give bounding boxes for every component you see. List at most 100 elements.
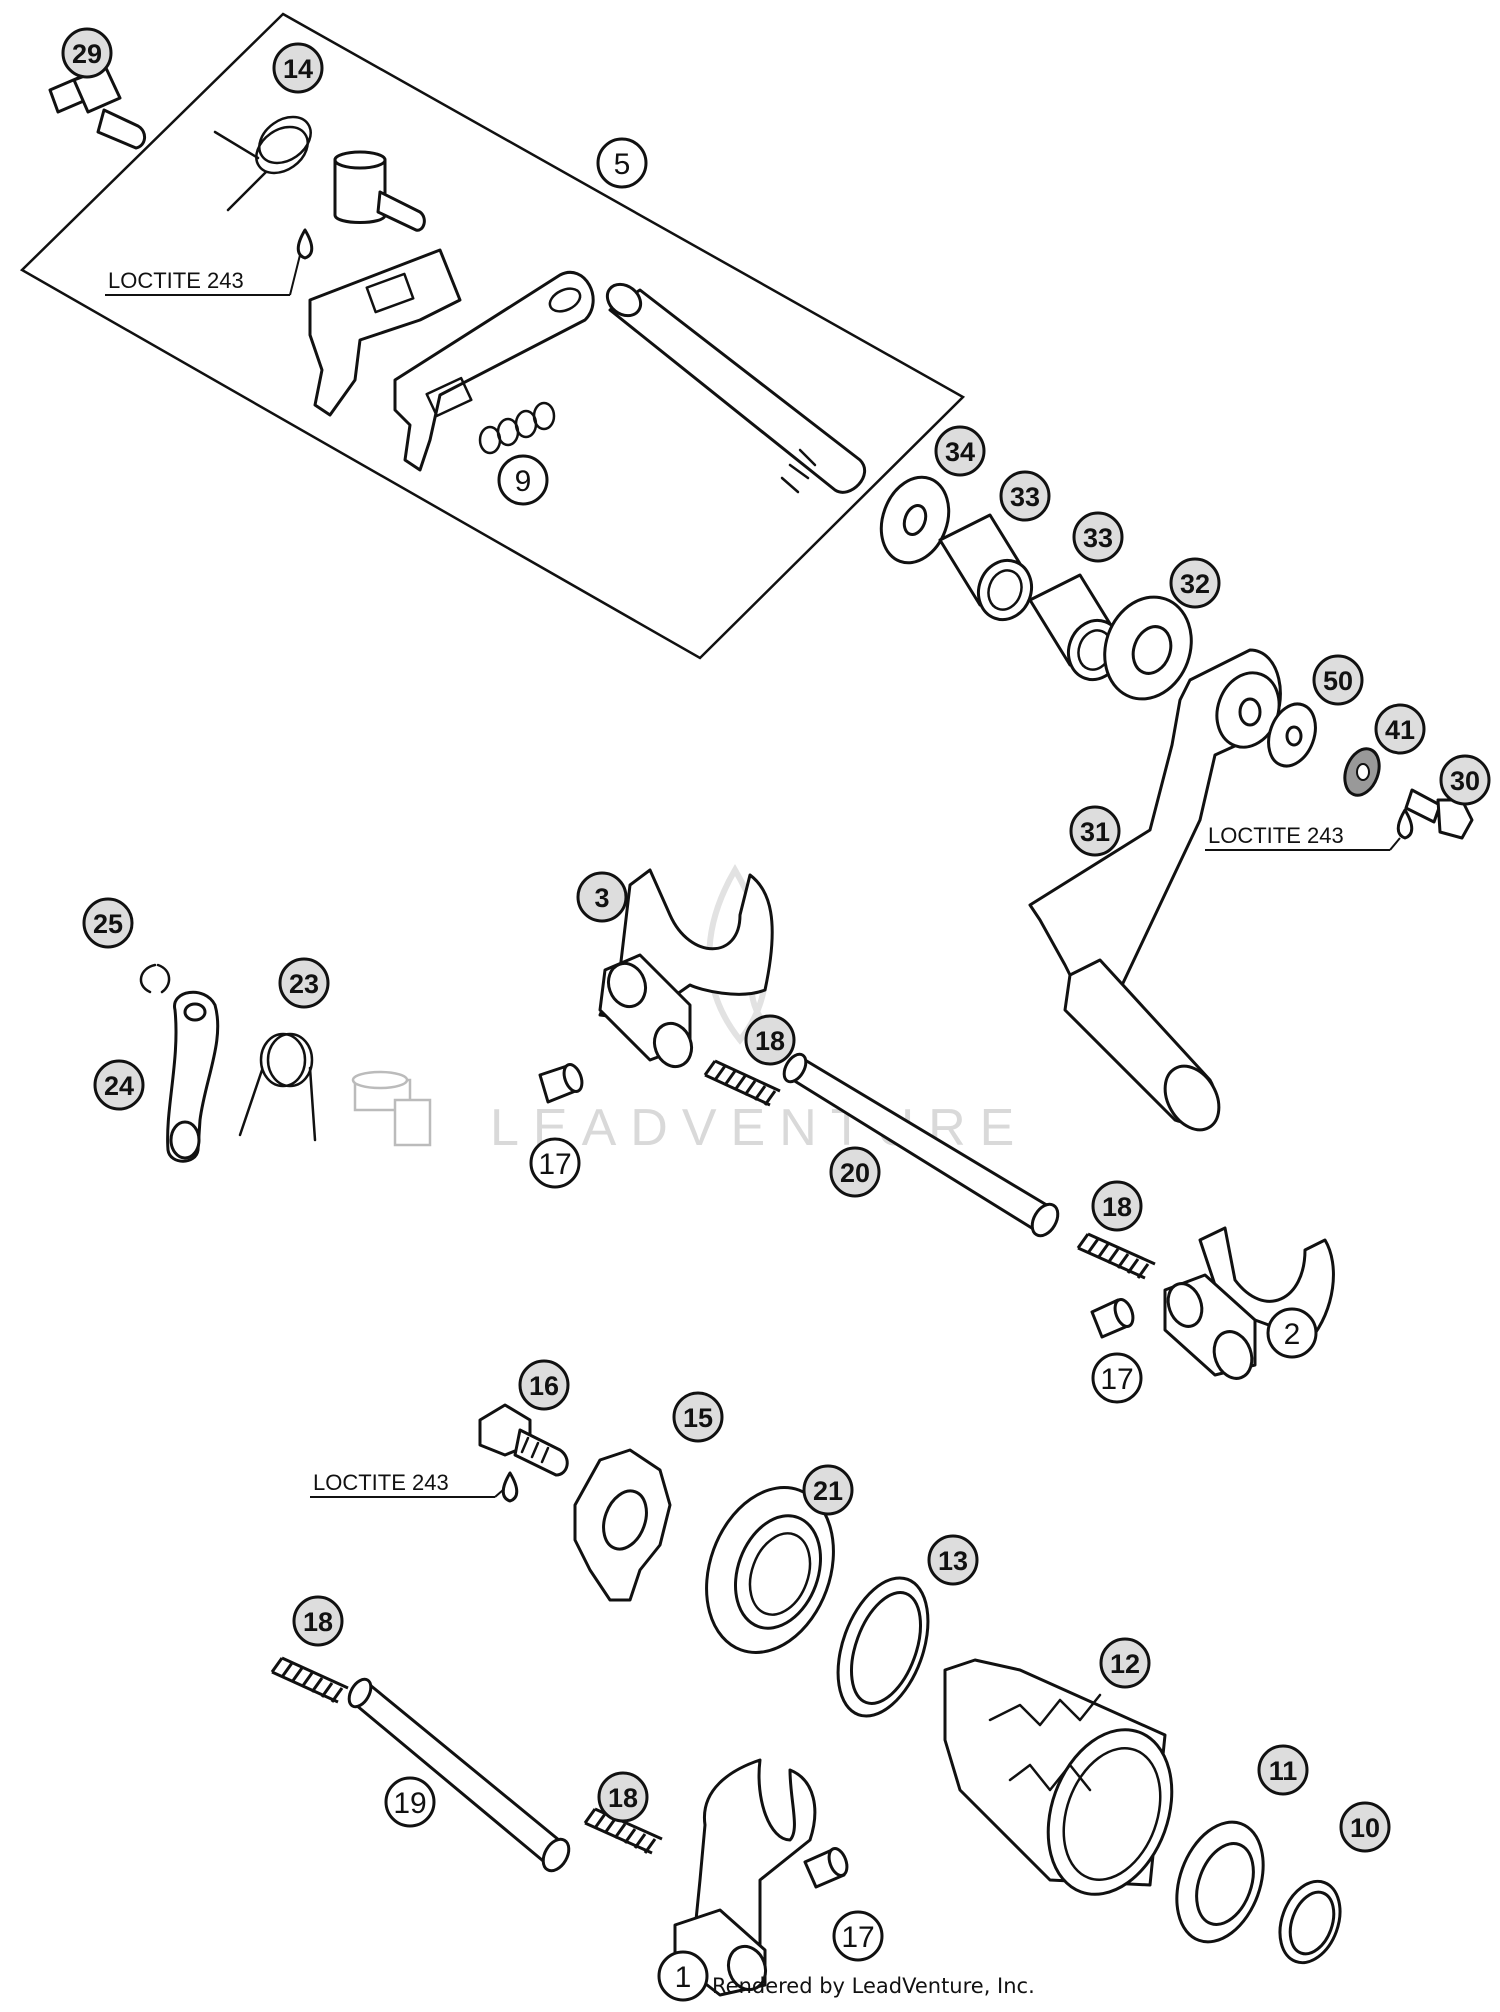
svg-text:14: 14	[283, 54, 313, 84]
svg-text:29: 29	[72, 39, 102, 69]
callout-1: 1	[657, 1950, 709, 2002]
part-pin-ghost	[351, 1070, 432, 1147]
svg-text:5: 5	[614, 148, 631, 181]
part-pin-17	[1090, 1298, 1135, 1339]
svg-text:17: 17	[841, 1921, 874, 1954]
svg-text:9: 9	[515, 465, 532, 498]
svg-text:50: 50	[1323, 666, 1353, 696]
part-shift-pedal-31	[1028, 648, 1282, 1132]
svg-text:15: 15	[683, 1403, 713, 1433]
part-washer-10	[1278, 1879, 1342, 1965]
svg-text:41: 41	[1385, 715, 1415, 745]
svg-text:17: 17	[538, 1148, 571, 1181]
callout-34: 34	[934, 425, 986, 477]
svg-text:33: 33	[1083, 523, 1113, 553]
svg-text:1: 1	[675, 1961, 692, 1994]
part-washers-9	[478, 401, 556, 455]
part-shift-fork-2	[1163, 1226, 1335, 1380]
callout-17: 17	[529, 1137, 581, 1189]
part-shift-fork-3	[598, 868, 774, 1069]
callout-20: 20	[829, 1146, 881, 1198]
svg-text:33: 33	[1010, 482, 1040, 512]
svg-text:24: 24	[104, 1071, 134, 1101]
part-spring-14	[213, 115, 312, 212]
callout-18: 18	[292, 1595, 344, 1647]
part-bolt-29	[48, 66, 146, 150]
part-washer-34	[879, 475, 951, 565]
part-bearing-21	[705, 1486, 835, 1654]
svg-text:12: 12	[1110, 1649, 1140, 1679]
loctite-label: LOCTITE 243	[1208, 823, 1344, 848]
loctite-drop-icon	[501, 1471, 519, 1503]
svg-text:20: 20	[840, 1158, 870, 1188]
callout-16: 16	[518, 1359, 570, 1411]
svg-text:17: 17	[1100, 1363, 1133, 1396]
svg-text:32: 32	[1180, 569, 1210, 599]
svg-text:31: 31	[1080, 817, 1110, 847]
svg-text:19: 19	[393, 1787, 426, 1820]
callout-31: 31	[1069, 805, 1121, 857]
callout-41: 41	[1374, 703, 1426, 755]
callout-5: 5	[596, 137, 648, 189]
part-lockwasher-41	[1343, 747, 1381, 797]
part-bushing-33	[938, 513, 1033, 622]
part-spring-18	[270, 1656, 349, 1704]
part-bearing-11	[1175, 1820, 1265, 1944]
callout-19: 19	[384, 1776, 436, 1828]
svg-text:21: 21	[813, 1476, 843, 1506]
part-washer-50	[1267, 702, 1317, 768]
part-circlip-25	[139, 963, 171, 994]
svg-text:18: 18	[755, 1026, 785, 1056]
svg-text:25: 25	[93, 909, 123, 939]
plate-slot	[365, 272, 415, 314]
part-shift-drum-12	[943, 1658, 1174, 1896]
callout-24: 24	[93, 1059, 145, 1111]
callout-18: 18	[744, 1014, 796, 1066]
svg-text:11: 11	[1269, 1756, 1298, 1786]
part-rod-20	[782, 1052, 1060, 1238]
svg-text:13: 13	[938, 1546, 968, 1576]
callout-3: 3	[576, 871, 628, 923]
callout-33: 33	[999, 470, 1051, 522]
callout-17: 17	[1091, 1352, 1143, 1404]
part-pin-17	[803, 1847, 849, 1889]
callout-23: 23	[278, 957, 330, 1009]
callout-29: 29	[61, 27, 113, 79]
part-pin-17	[538, 1063, 584, 1104]
callout-18: 18	[597, 1771, 649, 1823]
callout-2: 2	[1266, 1307, 1318, 1359]
part-index-lever-24	[166, 990, 220, 1163]
render-credit: Rendered by LeadVenture, Inc.	[712, 1974, 1035, 1998]
svg-text:2: 2	[1284, 1318, 1301, 1351]
callout-30: 30	[1439, 754, 1491, 806]
loctite-drop-icon	[1396, 808, 1414, 840]
callout-11: 11	[1257, 1744, 1309, 1796]
part-washer-13	[836, 1576, 930, 1718]
callout-13: 13	[927, 1534, 979, 1586]
kit-outline	[19, 12, 966, 660]
svg-text:23: 23	[289, 969, 319, 999]
callout-33: 33	[1072, 511, 1124, 563]
callout-9: 9	[497, 454, 549, 506]
callout-15: 15	[672, 1391, 724, 1443]
callout-32: 32	[1169, 557, 1221, 609]
part-pin-roller	[333, 150, 426, 232]
svg-text:18: 18	[303, 1607, 333, 1637]
part-shift-shaft	[605, 282, 867, 494]
part-spring-18	[1076, 1232, 1156, 1280]
callout-21: 21	[802, 1464, 854, 1516]
loctite-label: LOCTITE 243	[313, 1470, 449, 1495]
part-star-cam-15	[573, 1448, 672, 1602]
part-bolt-16	[478, 1403, 569, 1477]
part-spring-18	[703, 1059, 781, 1107]
part-shift-lever	[393, 271, 595, 472]
part-seal-32	[1103, 595, 1193, 701]
svg-text:18: 18	[608, 1783, 638, 1813]
svg-text:10: 10	[1350, 1813, 1380, 1843]
part-shift-plate	[308, 248, 462, 417]
svg-text:3: 3	[594, 883, 609, 913]
callout-50: 50	[1312, 654, 1364, 706]
part-spring-23	[238, 1032, 317, 1142]
svg-text:18: 18	[1102, 1192, 1132, 1222]
